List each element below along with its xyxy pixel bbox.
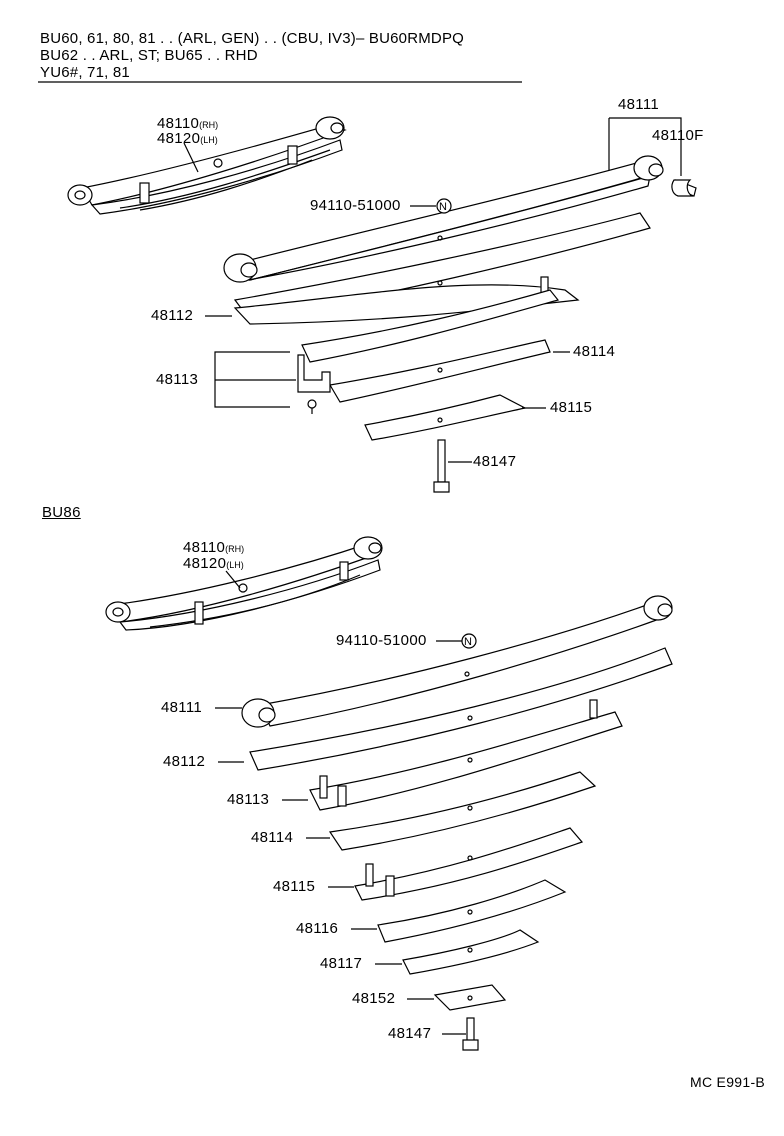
bottom-leaf-48116-drawing	[377, 879, 567, 943]
bottom-label-48147: 48147	[388, 1025, 432, 1042]
bottom-leaf-48113-drawing	[309, 699, 623, 811]
top-label-48113: 48113	[156, 371, 199, 388]
bottom-assembly-drawing	[105, 536, 383, 631]
top-n-circle	[436, 198, 452, 214]
bottom-label-48111: 48111	[161, 699, 202, 716]
header-line-3: YU6#, 71, 81	[40, 64, 130, 81]
top-label-48114: 48114	[573, 343, 616, 360]
bottom-spacer-48152-drawing	[433, 984, 507, 1011]
top-leaf-48111-drawing	[223, 155, 664, 283]
top-label-assy-rh: 48110(RH)	[157, 115, 219, 132]
bottom-label-48116: 48116	[296, 920, 339, 937]
bottom-label-assy-lh: 48120(LH)	[183, 555, 244, 572]
top-label-48111: 48111	[618, 96, 659, 113]
bottom-leaders	[215, 640, 466, 1035]
top-n-mark: N	[439, 201, 448, 213]
bottom-label-48152: 48152	[352, 990, 396, 1007]
bottom-label-assy-rh: 48110(RH)	[183, 539, 245, 556]
top-label-48115: 48115	[550, 399, 593, 416]
top-label-48147: 48147	[473, 453, 517, 470]
top-label-bolt: 94110-51000	[310, 197, 401, 214]
bottom-leaf-48112-drawing	[249, 647, 673, 771]
footer-code: MC E991-B	[690, 1074, 766, 1090]
top-leaf-48115-drawing	[364, 394, 527, 441]
header-line-2: BU62 . . ARL, ST; BU65 . . RHD	[40, 47, 258, 64]
top-label-48110f: 48110F	[652, 127, 704, 144]
bottom-section-title: BU86	[42, 504, 81, 521]
top-center-bolt-drawing	[433, 439, 450, 493]
bottom-label-48112: 48112	[163, 753, 206, 770]
top-label-48112: 48112	[151, 307, 194, 324]
top-label-assy-lh: 48120(LH)	[157, 130, 218, 147]
top-clip-48113-drawing	[297, 354, 331, 414]
bottom-leaf-48115-drawing	[354, 827, 584, 901]
bottom-leaf-48114-drawing	[328, 771, 597, 851]
bottom-label-48114: 48114	[251, 829, 294, 846]
top-assembly-drawing	[67, 116, 347, 215]
top-leaders	[205, 117, 682, 463]
top-bushing-drawing	[671, 179, 697, 197]
header-line-1: BU60, 61, 80, 81 . . (ARL, GEN) . . (CBU…	[40, 30, 465, 47]
bottom-label-48113: 48113	[227, 791, 270, 808]
bottom-n-mark: N	[464, 636, 473, 648]
bottom-leaf-48117-drawing	[402, 929, 540, 975]
top-leaf-48114-drawing	[301, 289, 560, 403]
bottom-label-48117: 48117	[320, 955, 363, 972]
bottom-center-bolt-drawing	[462, 1017, 479, 1051]
bottom-label-48115: 48115	[273, 878, 316, 895]
bottom-leaf-48111-drawing	[241, 595, 673, 728]
bottom-label-bolt: 94110-51000	[336, 632, 427, 649]
